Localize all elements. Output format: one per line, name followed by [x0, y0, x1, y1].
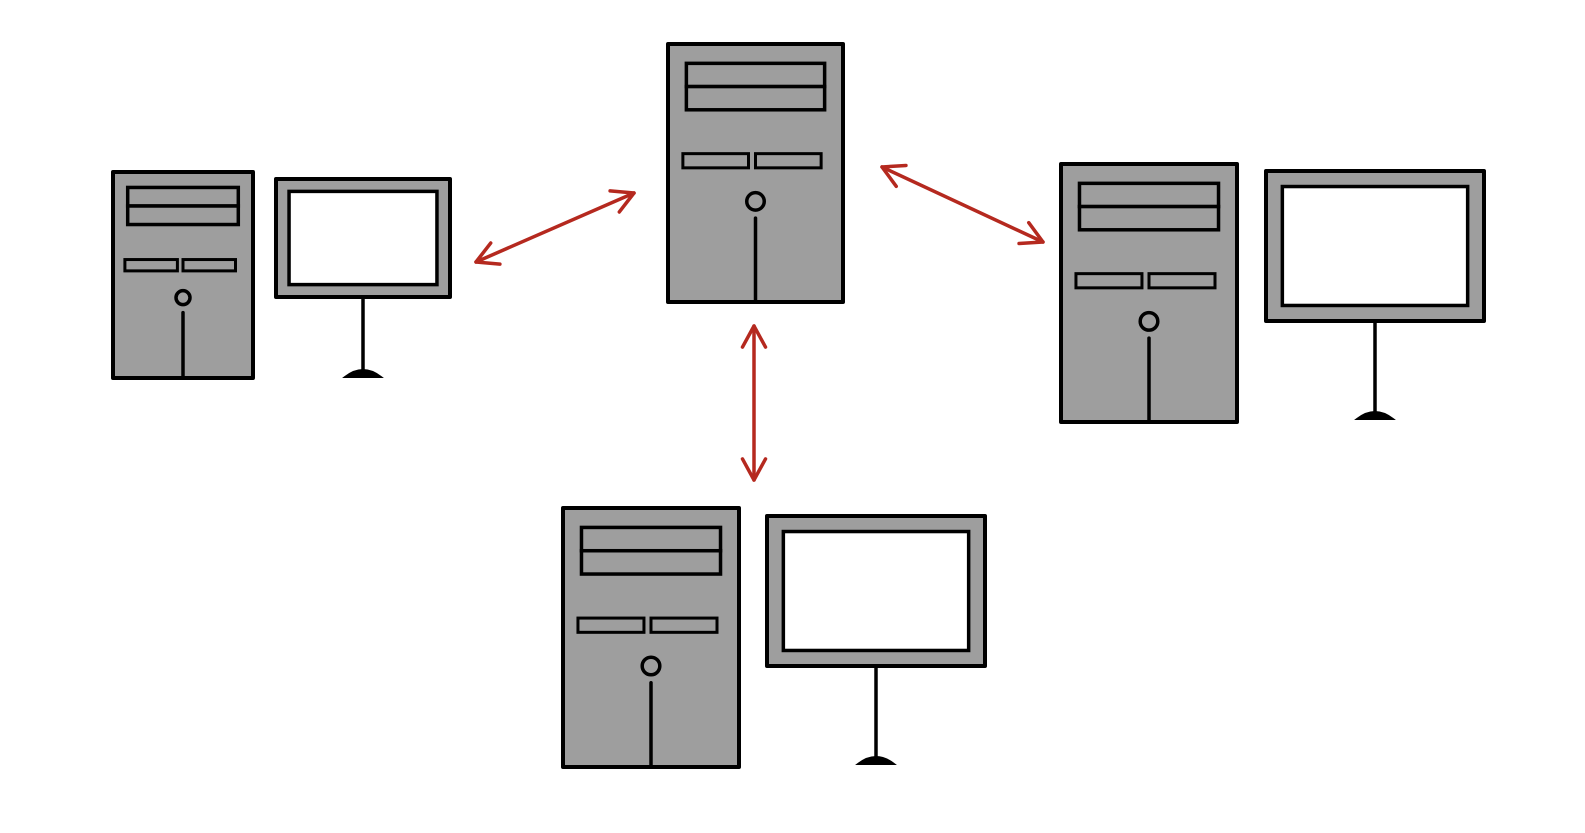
- connection-server-left: [474, 189, 636, 266]
- monitor-screen: [1280, 184, 1470, 308]
- slot-right: [181, 258, 237, 273]
- power-button-icon: [745, 190, 766, 212]
- connection-server-bottom: [740, 324, 768, 482]
- monitor-base: [855, 756, 897, 765]
- drive-bay-lower: [125, 204, 241, 227]
- node-workstation-left: [111, 170, 452, 380]
- connection-server-right: [880, 163, 1045, 246]
- node-workstation-right: [1059, 162, 1486, 424]
- connection-line: [474, 191, 636, 264]
- arrowhead-end: [608, 189, 636, 214]
- arrowhead-start: [740, 324, 768, 349]
- monitor-icon: [765, 514, 987, 765]
- monitor-base: [1354, 411, 1396, 420]
- slot-right: [1147, 272, 1217, 290]
- server-tower-icon: [666, 42, 845, 304]
- monitor-screen: [781, 529, 971, 653]
- monitor-screen: [287, 189, 439, 287]
- drive-bay-upper: [1077, 181, 1221, 209]
- slot-right: [649, 616, 719, 634]
- drive-bay-lower: [579, 548, 723, 576]
- node-workstation-bottom: [561, 506, 987, 769]
- slot-right: [754, 152, 823, 170]
- power-button-icon: [640, 655, 662, 677]
- power-button-icon: [1138, 310, 1160, 332]
- drive-bay-lower: [684, 84, 827, 112]
- pc-tower-icon: [111, 170, 255, 380]
- drive-bay-upper: [125, 185, 241, 208]
- monitor-icon: [274, 177, 452, 378]
- arrowhead-end: [740, 457, 768, 482]
- node-server: [666, 42, 845, 304]
- arrowhead-end: [1017, 220, 1045, 246]
- slot-left: [1074, 272, 1144, 290]
- drive-bay-upper: [579, 525, 723, 553]
- monitor-base: [342, 369, 384, 378]
- connection-line: [880, 165, 1045, 244]
- power-button-icon: [174, 288, 192, 307]
- pc-tower-icon: [561, 506, 741, 769]
- arrowhead-start: [880, 163, 908, 189]
- drive-bay-upper: [684, 61, 827, 89]
- pc-tower-icon: [1059, 162, 1239, 424]
- monitor-icon: [1264, 169, 1486, 420]
- drive-bay-lower: [1077, 204, 1221, 232]
- arrowhead-start: [474, 241, 502, 266]
- slot-left: [681, 152, 750, 170]
- slot-left: [576, 616, 646, 634]
- slot-left: [123, 258, 179, 273]
